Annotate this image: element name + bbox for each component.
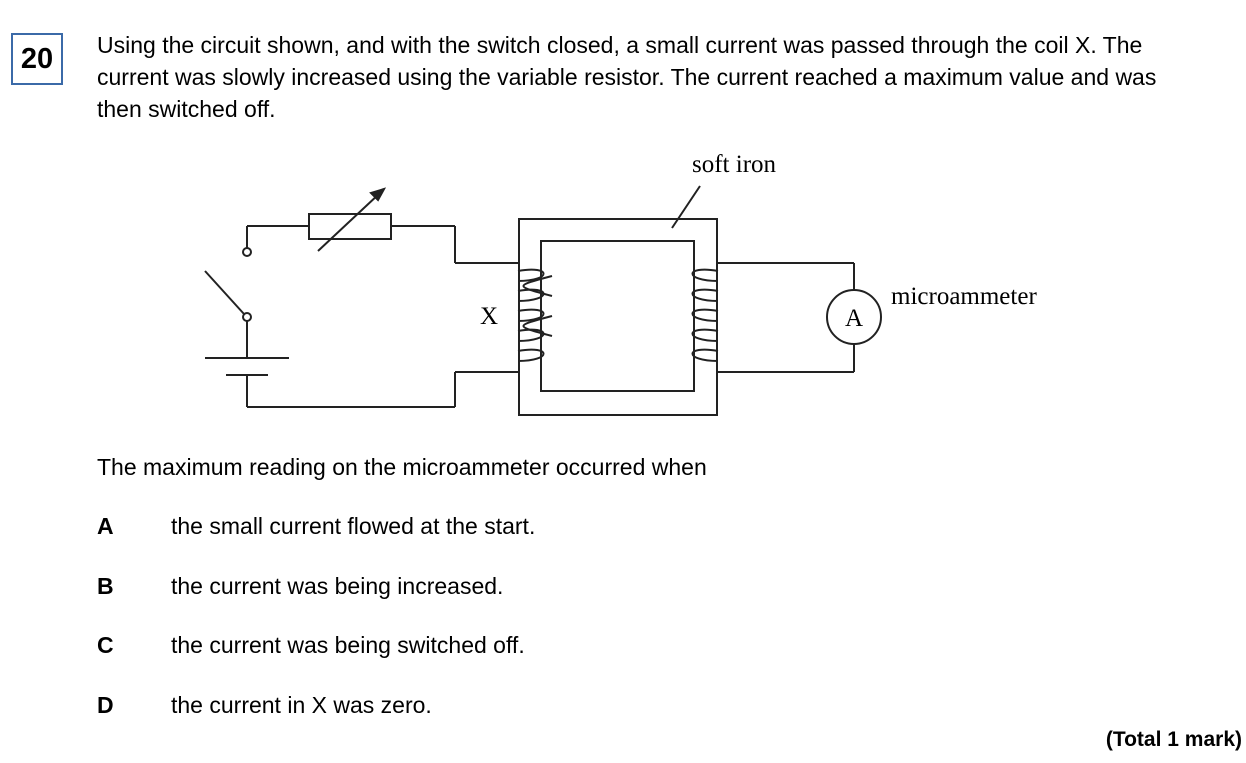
label-meter-symbol: A <box>845 305 863 332</box>
option-text: the current was being switched off. <box>171 632 525 658</box>
option-letter: D <box>97 692 114 718</box>
switch-contact-top <box>242 247 252 257</box>
switch-lever <box>204 270 245 315</box>
question-number: 20 <box>11 33 63 85</box>
soft-iron-pointer <box>671 185 701 229</box>
soft-iron-core-outer <box>518 218 718 416</box>
label-coil-x: X <box>480 303 498 330</box>
option-letter: B <box>97 573 114 599</box>
switch-contact-pivot <box>242 312 252 322</box>
option-text: the small current flowed at the start. <box>171 513 536 539</box>
option-a[interactable]: A the small current flowed at the start. <box>97 510 535 542</box>
total-marks: (Total 1 mark) <box>1105 728 1242 751</box>
option-d[interactable]: D the current in X was zero. <box>97 689 432 721</box>
question-lead-in: The maximum reading on the microammeter … <box>97 454 707 480</box>
option-text: the current was being increased. <box>171 573 504 599</box>
secondary-coil <box>691 268 719 362</box>
option-letter: C <box>97 632 114 658</box>
option-c[interactable]: C the current was being switched off. <box>97 629 525 661</box>
option-b[interactable]: B the current was being increased. <box>97 570 503 602</box>
label-soft-iron: soft iron <box>692 151 777 178</box>
microammeter-symbol <box>826 289 882 345</box>
variable-resistor-arrow <box>317 192 381 252</box>
variable-resistor <box>308 213 392 240</box>
question-stem: Using the circuit shown, and with the sw… <box>97 32 1157 122</box>
soft-iron-core-inner <box>540 240 695 392</box>
option-text: the current in X was zero. <box>171 692 432 718</box>
option-letter: A <box>97 513 114 539</box>
primary-coil-x <box>517 268 553 362</box>
label-microammeter: microammeter <box>891 283 1037 310</box>
